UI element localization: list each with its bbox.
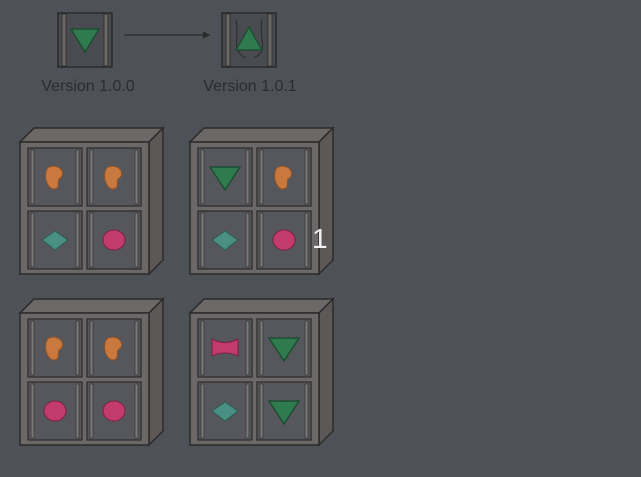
pink-blob-icon (102, 400, 126, 422)
green-diamond-icon (211, 401, 239, 422)
shelf-cell[interactable] (197, 147, 253, 207)
shelf-cell[interactable] (86, 318, 142, 378)
version-1-0-1-label: Version 1.0.1 (203, 78, 297, 95)
version-1-0-0-icon (57, 12, 113, 68)
shelf-cell[interactable] (256, 210, 312, 270)
version-1-0-0-label: Version 1.0.0 (41, 78, 135, 95)
shelf-cell[interactable] (197, 210, 253, 270)
shelf-cell[interactable] (256, 318, 312, 378)
shelf-cell[interactable] (86, 147, 142, 207)
green-gem-icon (69, 28, 101, 54)
shelf-cell[interactable] (27, 210, 83, 270)
green-gem-blob-icon (234, 25, 264, 51)
shelf-1 (18, 126, 165, 276)
counter-label: 1 (312, 223, 328, 254)
shelf-cell[interactable] (86, 381, 142, 441)
orange-blob-icon (104, 336, 123, 361)
green-diamond-icon (211, 230, 239, 251)
orange-blob-icon (104, 165, 123, 190)
shelf-cell[interactable] (27, 381, 83, 441)
pink-bowtie-icon (211, 338, 239, 357)
shelf-cell[interactable] (197, 381, 253, 441)
green-gem-icon (267, 400, 301, 426)
green-diamond-icon (41, 230, 69, 251)
shelf-cell[interactable] (256, 147, 312, 207)
pink-blob-icon (272, 229, 296, 251)
shelf-4 (188, 297, 335, 447)
pink-blob-icon (102, 229, 126, 251)
shelf-3 (18, 297, 165, 447)
shelf-cell[interactable] (27, 147, 83, 207)
shelf-cell[interactable] (86, 210, 142, 270)
shelf-2 (188, 126, 335, 276)
shelf-cell[interactable] (256, 381, 312, 441)
orange-blob-icon (45, 165, 64, 190)
green-gem-icon (267, 337, 301, 363)
version-1-0-1-icon (221, 12, 277, 68)
shelf-cell[interactable] (27, 318, 83, 378)
orange-blob-icon (274, 165, 293, 190)
green-gem-icon (208, 166, 242, 192)
shelf-cell[interactable] (197, 318, 253, 378)
pink-blob-icon (43, 400, 67, 422)
orange-blob-icon (45, 336, 64, 361)
